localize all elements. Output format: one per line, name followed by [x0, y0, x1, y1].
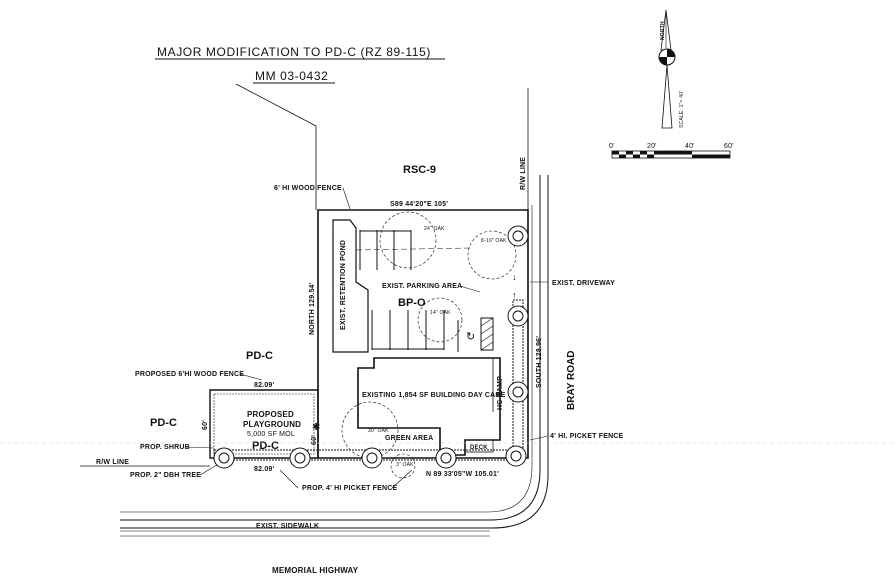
driveway-in-arrow-icon: ↓: [512, 272, 517, 282]
driveway-label: EXIST. DRIVEWAY: [552, 280, 615, 287]
north-dimension: NORTH 129.54': [309, 282, 316, 335]
dim-82-top: 82.09': [254, 382, 275, 389]
playground-line3: 5,000 SF MOL: [247, 431, 295, 438]
deck: [464, 439, 494, 453]
parking-stalls-bottom: [371, 310, 459, 352]
scale-bar: 0' 20' 40' 60': [609, 143, 734, 159]
sidewalk-label: EXIST. SIDEWALK: [256, 523, 319, 530]
rw-line-right-label: R/W LINE: [520, 157, 527, 190]
green-area-label: GREEN AREA: [385, 435, 433, 442]
prop-shrub-label: PROP. SHRUB: [140, 444, 190, 451]
scale-text: SCALE: 1"= 40': [679, 91, 685, 128]
retention-pond: [332, 219, 369, 353]
dim-60-right: 60': [311, 435, 318, 445]
existing-tree-icon: [341, 211, 517, 479]
wood-fence-label: 6' HI WOOD FENCE: [274, 185, 342, 192]
memorial-highway-label: MEMORIAL HIGHWAY: [272, 566, 359, 575]
playground-boundary: [209, 389, 319, 459]
proposed-wood-fence-label: PROPOSED 6'HI WOOD FENCE: [135, 371, 244, 378]
playground-line2: PLAYGROUND: [243, 420, 301, 429]
zone-rsc9: RSC-9: [403, 164, 436, 176]
bray-road-label: BRAY ROAD: [566, 351, 577, 410]
dim-60-left: 60': [202, 420, 209, 430]
zone-bpo: BP-O: [398, 297, 426, 309]
scale-tick-20: 20': [647, 143, 657, 150]
parking-area-label: EXIST. PARKING AREA: [382, 283, 462, 290]
playground-figure-icon: ✱: [312, 422, 320, 433]
rw-line-left-label: R/W LINE: [96, 459, 129, 466]
bearing-top: S89 44'20"E 105': [390, 201, 448, 208]
north-label: NORTH: [660, 21, 666, 40]
zone-pdc-upper: PD-C: [246, 350, 273, 362]
title-line1: MAJOR MODIFICATION TO PD-C (RZ 89-115): [157, 45, 431, 59]
north-arrow-icon: NORTH SCALE: 1"= 40': [658, 9, 685, 129]
proposed-tree-icon: [213, 225, 529, 469]
scale-tick-0: 0': [609, 143, 615, 150]
prop-picket-fence-label: PROP. 4' HI PICKET FENCE: [302, 485, 398, 492]
building-label: EXISTING 1,854 SF BUILDING DAY CARE: [362, 392, 506, 399]
dumpster-pad: [480, 317, 494, 351]
tree4-label: 30" OAK: [368, 428, 389, 434]
zone-pdc-left: PD-C: [150, 417, 177, 429]
tree1-label: 24" OAK: [424, 226, 445, 232]
bray-road: [120, 175, 549, 529]
bearing-bottom: N 89 33'05"W 105.01': [426, 471, 499, 478]
tree3-label: 14" OAK: [430, 310, 451, 316]
dim-82-bottom: 82.09': [254, 466, 275, 473]
deck-label: DECK: [470, 445, 488, 451]
tree5-label: 3" OAK: [396, 462, 414, 468]
picket-fence-right-label: 4' HI. PICKET FENCE: [550, 433, 624, 440]
scale-tick-60: 60': [724, 143, 734, 150]
hc-ramp-label: HC RAMP: [497, 376, 504, 410]
driveway-out-arrow-icon: ↑: [512, 290, 517, 300]
playground-line1: PROPOSED: [247, 410, 294, 419]
retention-pond-label: EXIST. RETENTION POND: [340, 240, 347, 330]
turn-arrow-icon: ↻: [466, 331, 475, 343]
tree2-label: 8-10" OAK: [481, 238, 507, 244]
title-line2: MM 03-0432: [255, 69, 328, 83]
prop-tree-label: PROP. 2" DBH TREE: [130, 472, 201, 479]
title-block: MAJOR MODIFICATION TO PD-C (RZ 89-115) M…: [155, 45, 445, 210]
parcel-boundary: [317, 209, 529, 459]
scale-tick-40: 40': [685, 143, 695, 150]
zone-pdc-playground: PD-C: [252, 440, 279, 452]
